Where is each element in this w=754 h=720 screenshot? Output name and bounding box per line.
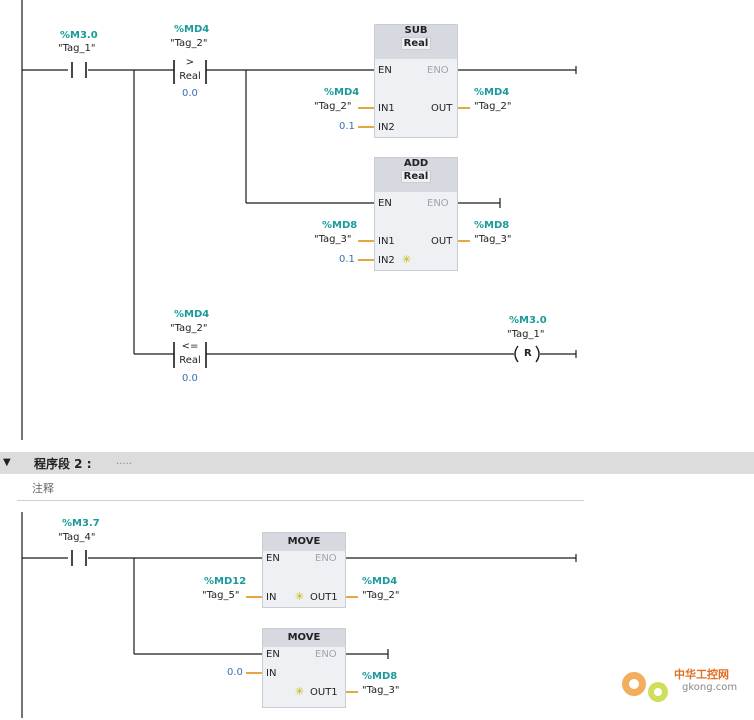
cmp-le-symbol: "Tag_2" [170, 323, 208, 334]
add-en-pin: EN [378, 198, 392, 209]
sub-in1-address: %MD4 [324, 87, 360, 98]
sub-out-symbol[interactable]: "Tag_2" [474, 101, 512, 112]
move2-in-pin: IN [266, 668, 277, 679]
sub-in1-pin: IN1 [378, 103, 395, 114]
sub-header: SUB Real [375, 25, 457, 59]
move1-eno-pin: ENO [315, 553, 337, 564]
move1-out-address: %MD4 [362, 576, 398, 587]
sub-in2-value[interactable]: 0.1 [339, 121, 355, 132]
move2-out-symbol[interactable]: "Tag_3" [362, 685, 400, 696]
network2-header[interactable]: ▼ 程序段 2 : ..... [0, 452, 754, 474]
add-out-address: %MD8 [474, 220, 510, 231]
add-header: ADD Real [375, 158, 457, 192]
sub-en-pin: EN [378, 65, 392, 76]
move2-title: MOVE [263, 629, 345, 647]
move2-block[interactable]: MOVE [262, 628, 346, 708]
network2-comment[interactable]: 注释 [32, 482, 54, 495]
move1-out-symbol[interactable]: "Tag_2" [362, 590, 400, 601]
move1-in-symbol[interactable]: "Tag_5" [202, 590, 240, 601]
reset-coil-address: %M3.0 [509, 315, 547, 326]
cmp-le-operator[interactable]: <= [181, 341, 199, 352]
cmp-gt-symbol: "Tag_2" [170, 38, 208, 49]
collapse-triangle-icon[interactable]: ▼ [3, 457, 11, 468]
move1-new-pin-icon[interactable]: ✳ [295, 590, 305, 603]
cmp-gt-operator[interactable]: > [185, 57, 195, 68]
add-out-pin: OUT [431, 236, 453, 247]
network2-title: 程序段 2 : [34, 457, 92, 471]
sub-type[interactable]: Real [400, 37, 432, 50]
add-eno-pin: ENO [427, 198, 449, 209]
move1-in-address: %MD12 [204, 576, 247, 587]
comment-divider [17, 500, 584, 501]
add-type[interactable]: Real [400, 170, 432, 183]
add-in2-pin: IN2 [378, 255, 395, 266]
cmp-le-type[interactable]: Real [179, 355, 201, 366]
reset-coil-symbol: "Tag_1" [507, 329, 545, 340]
cmp-gt-value[interactable]: 0.0 [182, 88, 198, 99]
watermark-name: 中华工控网 [674, 668, 729, 681]
sub-title: SUB [404, 25, 428, 36]
cmp-le-address: %MD4 [174, 309, 210, 320]
add-in1-symbol[interactable]: "Tag_3" [314, 234, 352, 245]
move1-title: MOVE [263, 533, 345, 551]
reset-coil-glyph[interactable]: R [524, 348, 532, 359]
watermark-gear-logo [622, 672, 668, 702]
sub-in1-symbol[interactable]: "Tag_2" [314, 101, 352, 112]
move1-block[interactable]: MOVE [262, 532, 346, 608]
move2-eno-pin: ENO [315, 649, 337, 660]
move2-out1-pin: OUT1 [310, 687, 338, 698]
add-block[interactable]: ADD Real [374, 157, 458, 271]
cmp-gt-address: %MD4 [174, 24, 210, 35]
sub-block[interactable]: SUB Real [374, 24, 458, 138]
sub-eno-pin: ENO [427, 65, 449, 76]
move2-in-value[interactable]: 0.0 [227, 667, 243, 678]
contact2-symbol: "Tag_4" [58, 532, 96, 543]
contact1-address: %M3.0 [60, 30, 98, 41]
move1-out1-pin: OUT1 [310, 592, 338, 603]
cmp-le-value[interactable]: 0.0 [182, 373, 198, 384]
add-in1-pin: IN1 [378, 236, 395, 247]
move2-en-pin: EN [266, 649, 280, 660]
sub-out-address: %MD4 [474, 87, 510, 98]
add-out-symbol[interactable]: "Tag_3" [474, 234, 512, 245]
add-title: ADD [403, 158, 429, 169]
contact1-symbol: "Tag_1" [58, 43, 96, 54]
network2-title-placeholder[interactable]: ..... [116, 456, 132, 467]
watermark-url: gkong.com [682, 682, 738, 693]
move1-en-pin: EN [266, 553, 280, 564]
add-in2-value[interactable]: 0.1 [339, 254, 355, 265]
move2-new-pin-icon[interactable]: ✳ [295, 685, 305, 698]
add-in1-address: %MD8 [322, 220, 358, 231]
move1-in-pin: IN [266, 592, 277, 603]
contact2-address: %M3.7 [62, 518, 100, 529]
move2-out-address: %MD8 [362, 671, 398, 682]
sub-out-pin: OUT [431, 103, 453, 114]
cmp-gt-type[interactable]: Real [179, 71, 201, 82]
add-new-pin-icon[interactable]: ✳ [402, 253, 412, 266]
sub-in2-pin: IN2 [378, 122, 395, 133]
